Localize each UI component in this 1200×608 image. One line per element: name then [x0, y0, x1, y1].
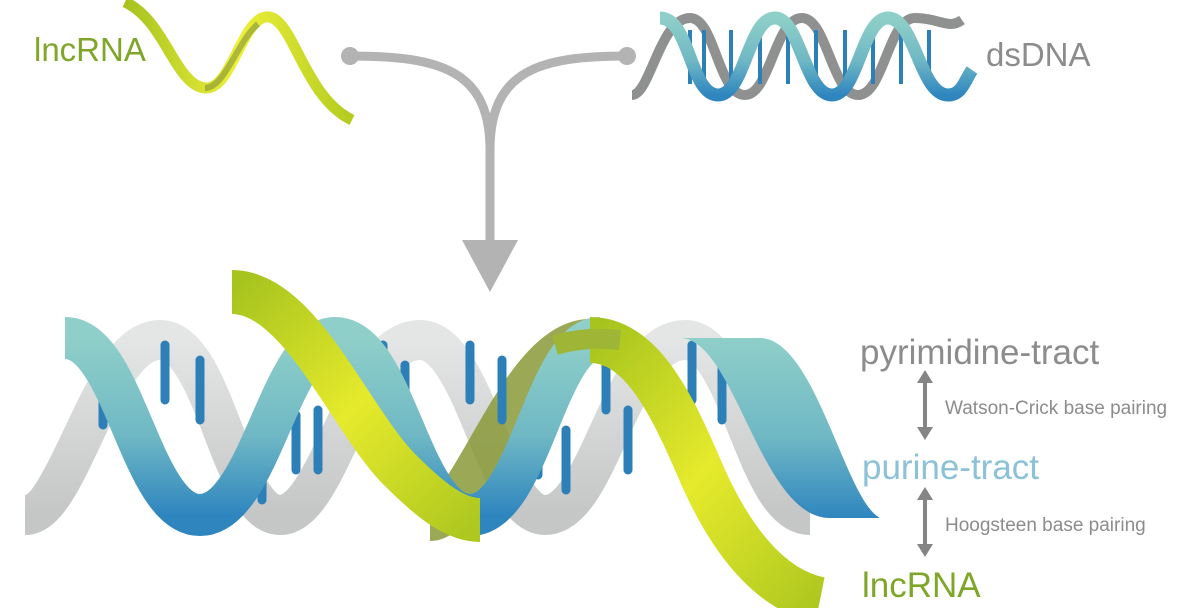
- lncrna-small-strand: [122, 0, 355, 125]
- merge-arrow: [341, 47, 636, 292]
- purine-tract-label: purine-tract: [862, 448, 1040, 487]
- hoogsteen-arrow: [917, 487, 933, 557]
- lncrna-label-bottom: lncRNA: [862, 566, 981, 605]
- triplex-helix: [20, 270, 880, 608]
- dsdna-small-helix: [630, 11, 978, 102]
- lncrna-label-top: lncRNA: [34, 31, 146, 68]
- pyrimidine-tract-label: pyrimidine-tract: [860, 333, 1100, 372]
- pairing-arrows: [917, 370, 933, 557]
- hoogsteen-label: Hoogsteen base pairing: [945, 515, 1146, 536]
- watson-crick-label: Watson-Crick base pairing: [945, 398, 1168, 419]
- watson-crick-arrow: [917, 370, 933, 440]
- dsdna-label: dsDNA: [986, 36, 1091, 73]
